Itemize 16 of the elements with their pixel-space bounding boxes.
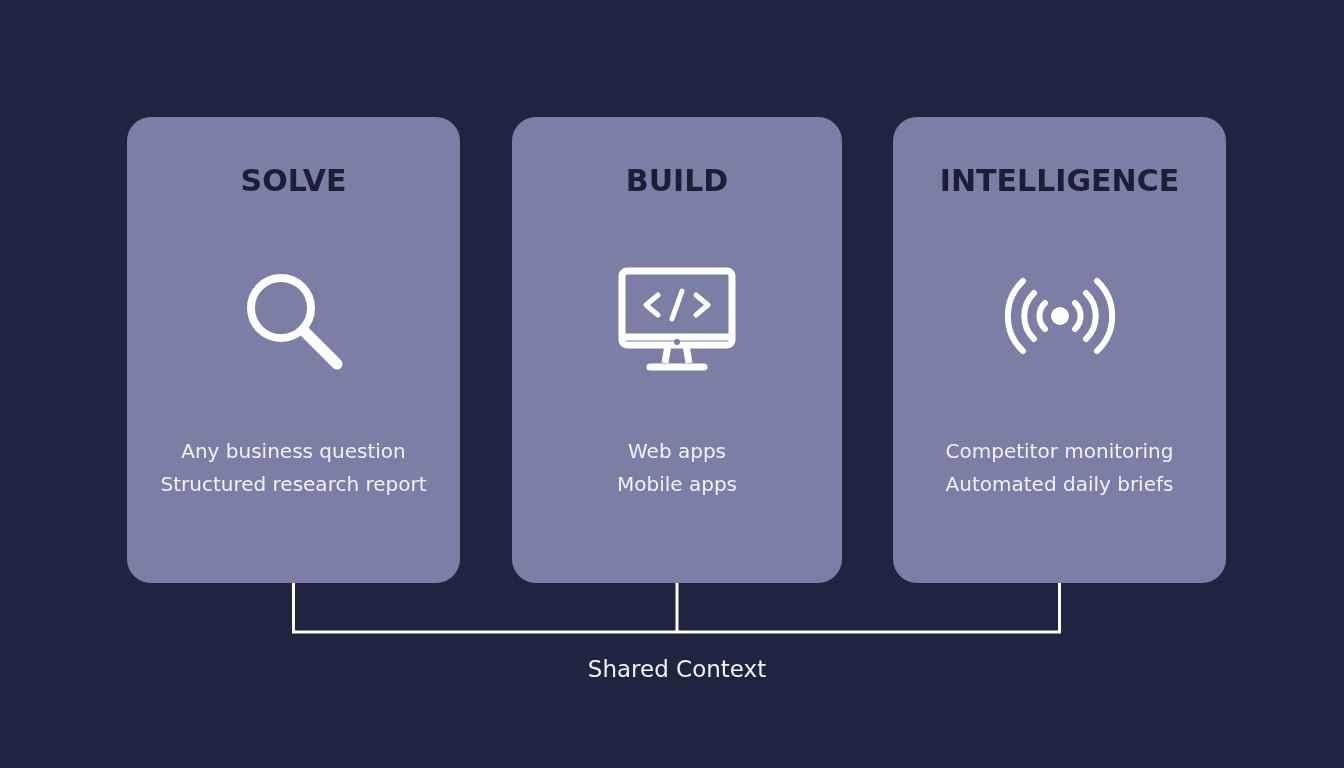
category-card bbox=[512, 117, 842, 583]
card-text: Mobile apps bbox=[616, 472, 738, 496]
card-text: Structured research report bbox=[159, 472, 428, 496]
card-text: Competitor monitoring bbox=[944, 439, 1175, 463]
connector-line bbox=[292, 583, 677, 634]
card-title: SOLVE bbox=[239, 163, 348, 198]
card-title: INTELLIGENCE bbox=[938, 163, 1181, 198]
card-text: Web apps bbox=[627, 439, 727, 463]
category-card bbox=[893, 117, 1226, 583]
card-text: Any business question bbox=[180, 439, 407, 463]
context-label: Shared Context bbox=[587, 656, 767, 682]
connector-line bbox=[675, 583, 679, 634]
card-text: Automated daily briefs bbox=[944, 472, 1175, 496]
connector-line bbox=[677, 583, 1061, 634]
category-card bbox=[127, 117, 460, 583]
card-title: BUILD bbox=[624, 163, 730, 198]
